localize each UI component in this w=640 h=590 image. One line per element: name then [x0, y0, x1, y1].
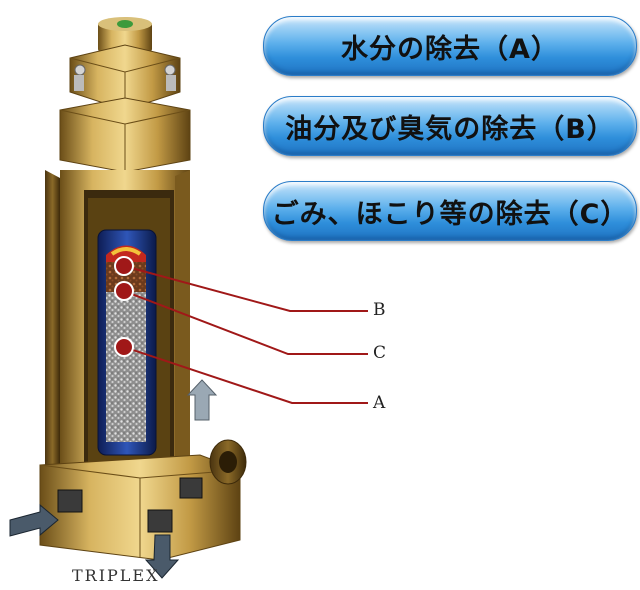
leader-line-c	[123, 290, 368, 355]
callout-label-a: A	[373, 393, 386, 413]
water-removal-label: 水分の除去（A）	[341, 33, 559, 65]
leader-line-a	[123, 346, 368, 404]
callout-dot-c	[114, 281, 134, 301]
callout-dot-b	[114, 256, 134, 276]
callout-label-c: C	[373, 343, 387, 363]
oil-odor-removal-label: 油分及び臭気の除去（B）	[285, 113, 615, 145]
water-removal-pill: 水分の除去（A）	[263, 16, 637, 76]
callout-label-b: B	[373, 300, 386, 320]
dust-removal-pill: ごみ、ほこり等の除去（C）	[263, 181, 637, 241]
product-caption: TRIPLEX	[72, 566, 160, 585]
dust-removal-label: ごみ、ほこり等の除去（C）	[271, 198, 629, 230]
oil-odor-removal-pill: 油分及び臭気の除去（B）	[263, 96, 637, 156]
leader-line-b	[123, 265, 368, 312]
callout-dot-a	[114, 337, 134, 357]
